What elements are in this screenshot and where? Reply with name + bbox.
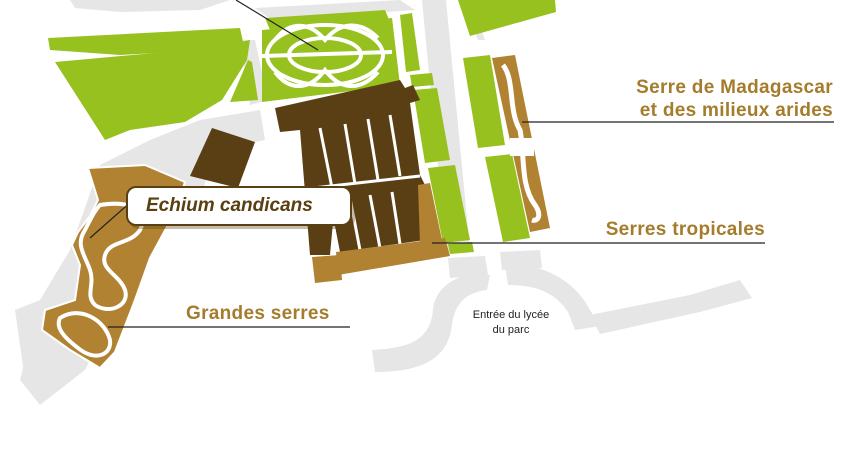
parterre-pattern [261, 23, 393, 88]
plant-callout: Echium candicans [126, 186, 352, 226]
label-madagascar-line1: Serre de Madagascar [636, 77, 833, 98]
greenhouse-dark-ribs [312, 114, 421, 251]
entrance-line2: du parc [492, 324, 530, 336]
label-grandes-serres: Grandes serres [186, 303, 330, 324]
label-entrance: Entrée du lycée du parc [458, 308, 564, 338]
label-serres-tropicales: Serres tropicales [605, 219, 765, 240]
leader-lines [89, 0, 834, 328]
label-madagascar-line2: et des milieux arides [639, 100, 833, 121]
madagascar-pavilion [510, 138, 534, 156]
greenhouse-dark [190, 80, 425, 255]
entrance-line1: Entrée du lycée [472, 309, 550, 321]
madagascar-inner-path [500, 63, 542, 223]
label-serre-madagascar: Serre de Madagascar et des milieux aride… [636, 76, 833, 122]
